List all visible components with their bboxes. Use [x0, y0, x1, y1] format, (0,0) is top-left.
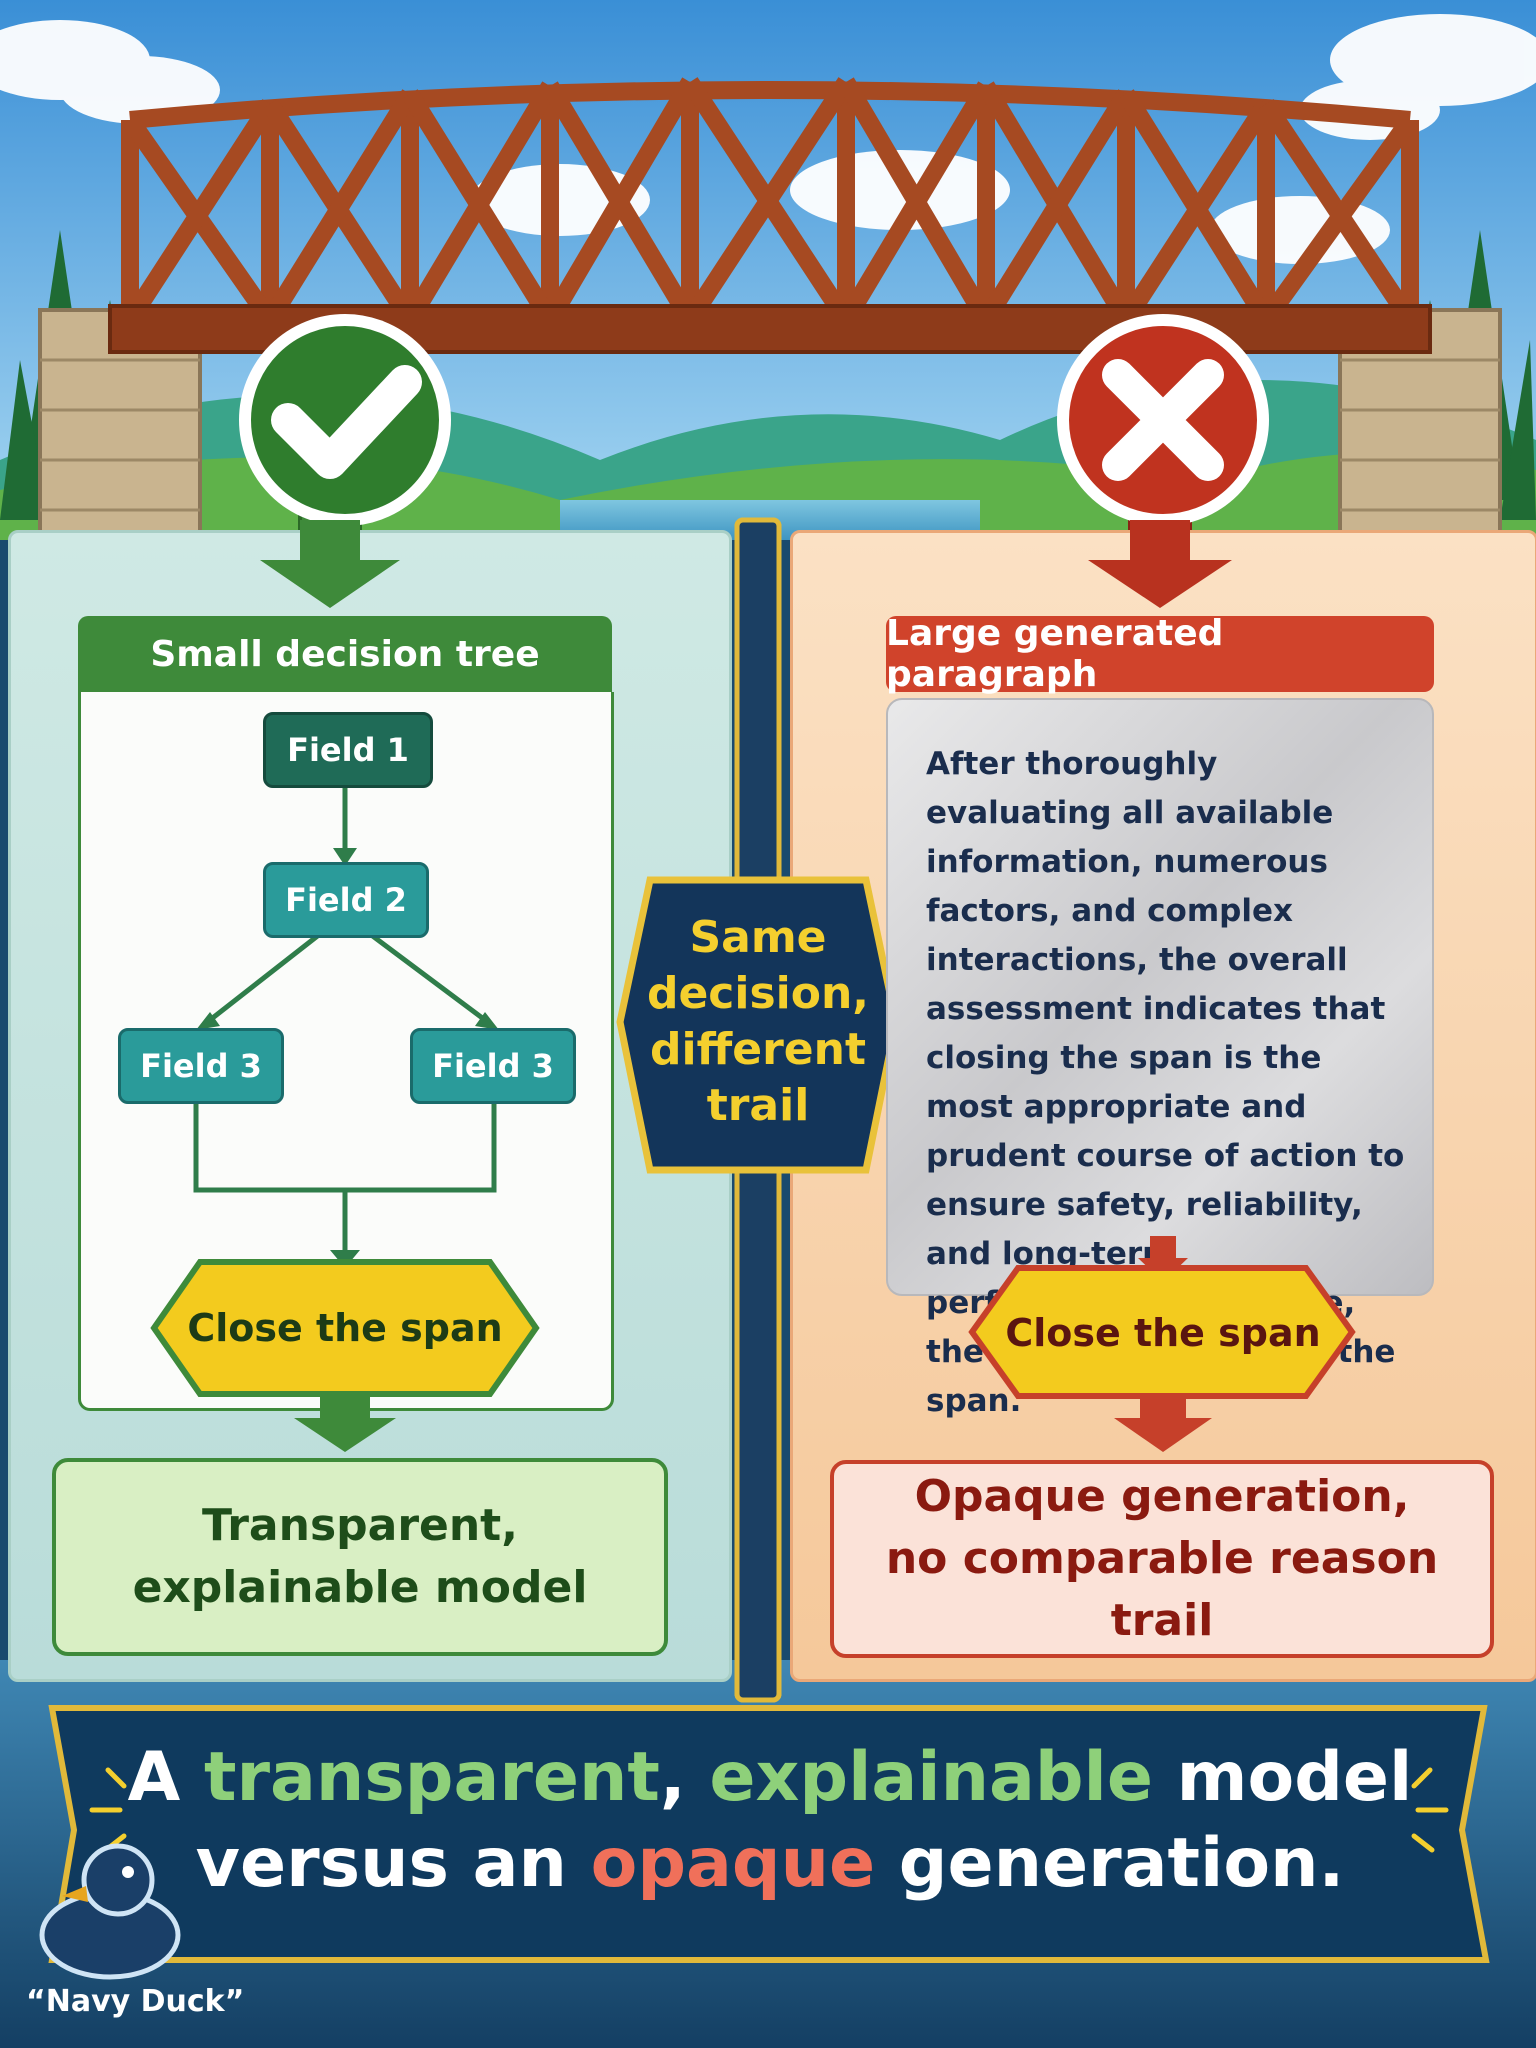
credit-label: “Navy Duck” — [26, 1984, 245, 2019]
left-outcome: Transparent, explainable model — [52, 1458, 668, 1656]
banner-highlight-opaque: opaque — [590, 1824, 876, 1903]
right-header: Large generated paragraph — [886, 613, 1434, 695]
banner-line-1: A transparent, explainable model — [120, 1735, 1420, 1821]
tree-node-field-1: Field 1 — [263, 712, 433, 788]
left-header: Small decision tree — [78, 616, 612, 692]
banner-part-1: A — [127, 1738, 204, 1817]
tree-node-field-3-right: Field 3 — [410, 1028, 576, 1104]
sparkle-icon — [89, 1767, 1449, 1853]
right-outcome-line1: Opaque generation, — [914, 1471, 1410, 1522]
banner-highlight-explainable: explainable — [709, 1738, 1153, 1817]
banner-part-3: model — [1152, 1738, 1413, 1817]
banner-highlight-transparent: transparent — [203, 1738, 660, 1817]
center-label: Same decision, different trail — [646, 912, 870, 1131]
right-decision: Close the span — [1005, 1311, 1321, 1355]
tree-node-field-2: Field 2 — [263, 862, 429, 938]
banner-line-2: versus an opaque generation. — [120, 1821, 1420, 1907]
bottom-banner — [48, 1705, 1490, 1963]
left-outcome-line1: Transparent, — [202, 1500, 518, 1551]
banner-part-4: versus an — [195, 1824, 591, 1903]
banner-part-5: generation. — [875, 1824, 1345, 1903]
duck-icon — [39, 1843, 181, 1980]
bridge-truss — [121, 77, 1419, 326]
right-outcome-line2: no comparable reason trail — [885, 1533, 1439, 1646]
left-outcome-line2: explainable model — [132, 1562, 588, 1613]
banner-part-2: , — [659, 1738, 710, 1817]
right-outcome: Opaque generation, no comparable reason … — [830, 1460, 1494, 1658]
banner-caption: A transparent, explainable model versus … — [120, 1735, 1420, 1907]
tree-node-field-3-left: Field 3 — [118, 1028, 284, 1104]
left-decision: Close the span — [187, 1306, 503, 1350]
generated-paragraph-box — [886, 698, 1434, 1296]
